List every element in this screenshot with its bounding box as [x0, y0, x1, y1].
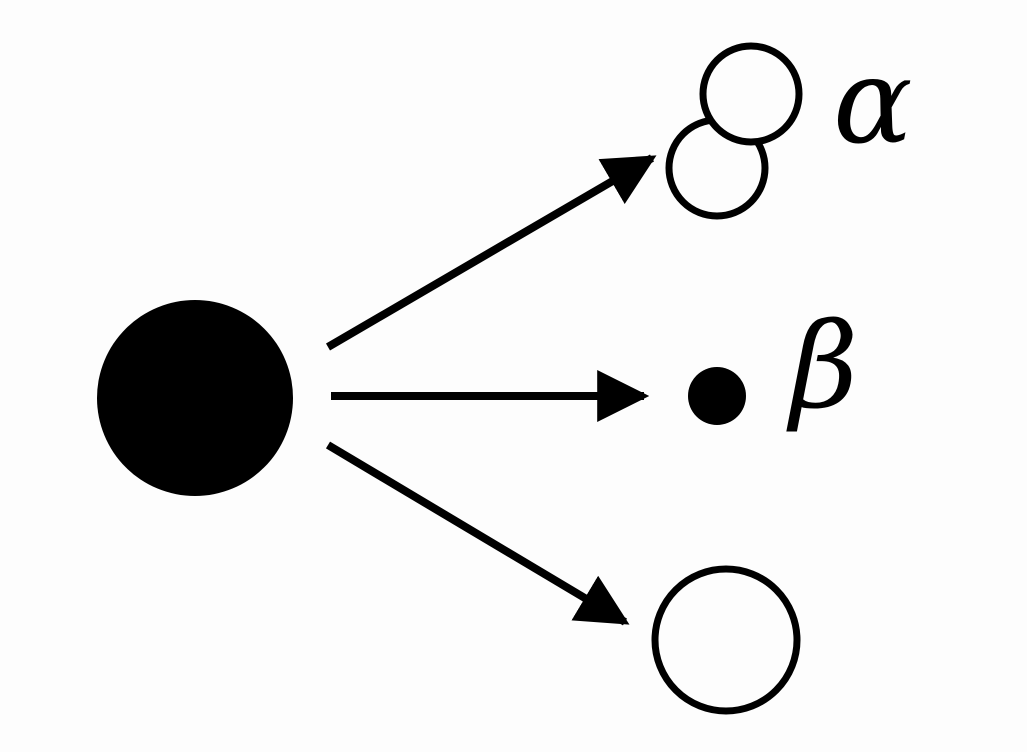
- alpha-nucleon-upper: [699, 42, 803, 146]
- alpha-label: α: [833, 32, 913, 170]
- arrow-to-alpha: [325, 154, 657, 351]
- alpha-particle: [665, 42, 803, 220]
- beta-particle: [688, 367, 746, 425]
- arrow-to-open-product: [325, 441, 630, 626]
- parent-particle: [97, 300, 293, 496]
- open-product-particle: [651, 565, 801, 715]
- beta-label: β: [786, 297, 858, 435]
